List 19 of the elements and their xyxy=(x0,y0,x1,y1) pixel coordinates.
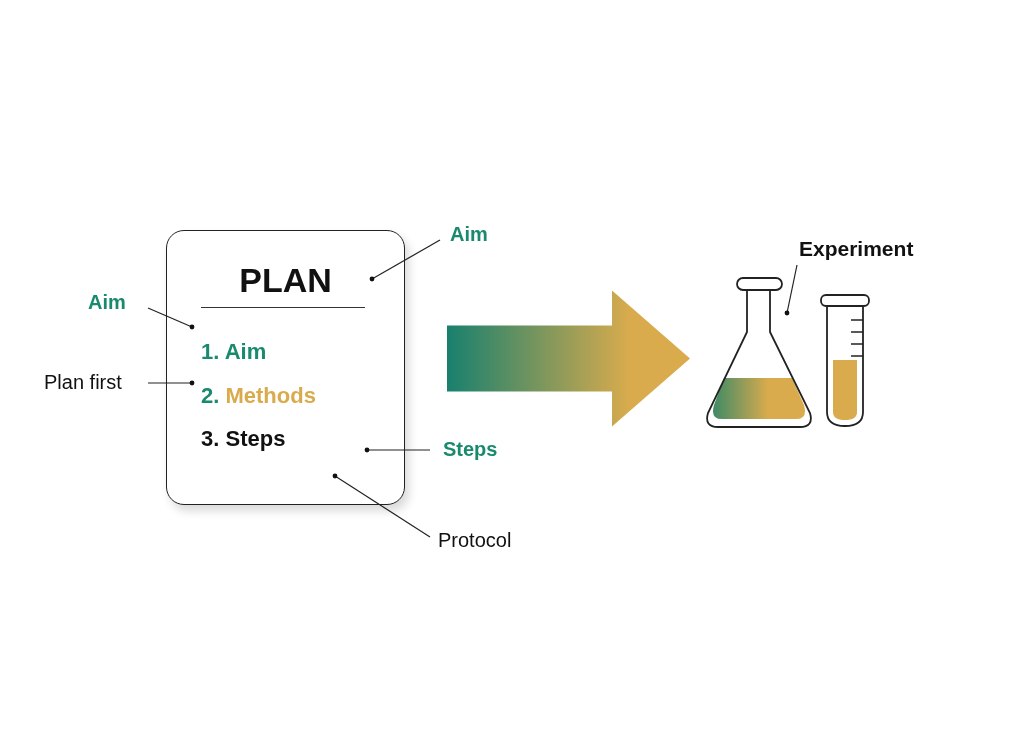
callout-label: Aim xyxy=(450,223,488,246)
list-item: 2. Methods xyxy=(201,383,316,409)
list-item: 1. Aim xyxy=(201,339,267,365)
callout-label: Protocol xyxy=(438,529,512,552)
plan-card xyxy=(166,230,405,505)
card-title: PLAN xyxy=(238,261,333,300)
leader-line xyxy=(369,239,441,282)
callout-label: Aim xyxy=(88,291,126,314)
leader-line xyxy=(784,264,798,316)
leader-line xyxy=(147,380,195,386)
leader-line xyxy=(147,307,195,330)
callout-label: Plan first xyxy=(44,371,122,394)
leader-line xyxy=(332,473,431,538)
list-item: 3. Steps xyxy=(201,426,286,452)
leader-line xyxy=(364,447,431,453)
callout-label: Steps xyxy=(443,438,498,461)
block-arrow xyxy=(447,290,690,427)
callout-label: Experiment xyxy=(799,237,914,261)
flask-drawing xyxy=(704,277,814,430)
